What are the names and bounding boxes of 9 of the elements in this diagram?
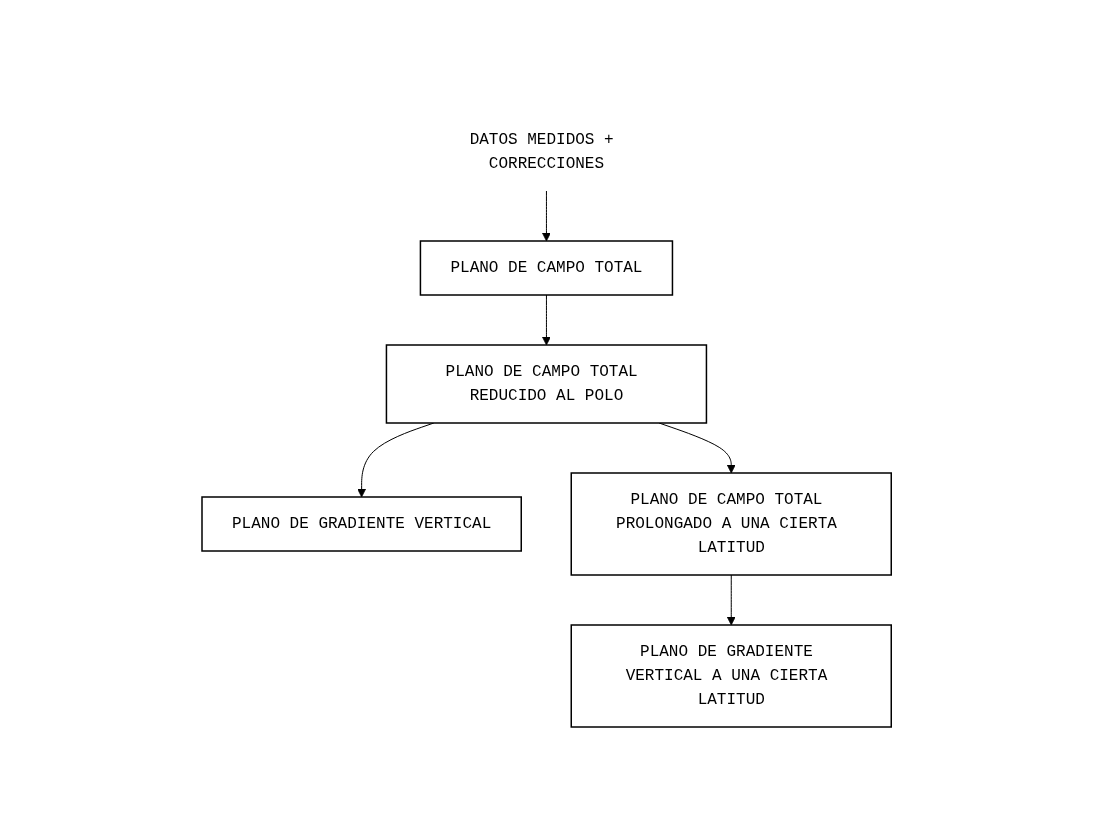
node-box: PLANO DE GRADIENTE VERTICAL [201,496,523,552]
arrow [542,190,552,242]
node-text: DATOS MEDIDOS + CORRECCIONES [470,131,615,173]
arrow [727,574,737,626]
node-box: PLANO DE CAMPO TOTAL [420,240,674,296]
arrow [542,294,552,346]
node-box: PLANO DE CAMPO TOTAL REDUCIDO AL POLO [386,344,708,424]
node-box: PLANO DE GRADIENTE VERTICAL A UNA CIERTA LATITUD [570,624,893,728]
node-box: PLANO DE CAMPO TOTAL PROLONGADO A UNA CIERTA LATITUD [570,472,893,576]
